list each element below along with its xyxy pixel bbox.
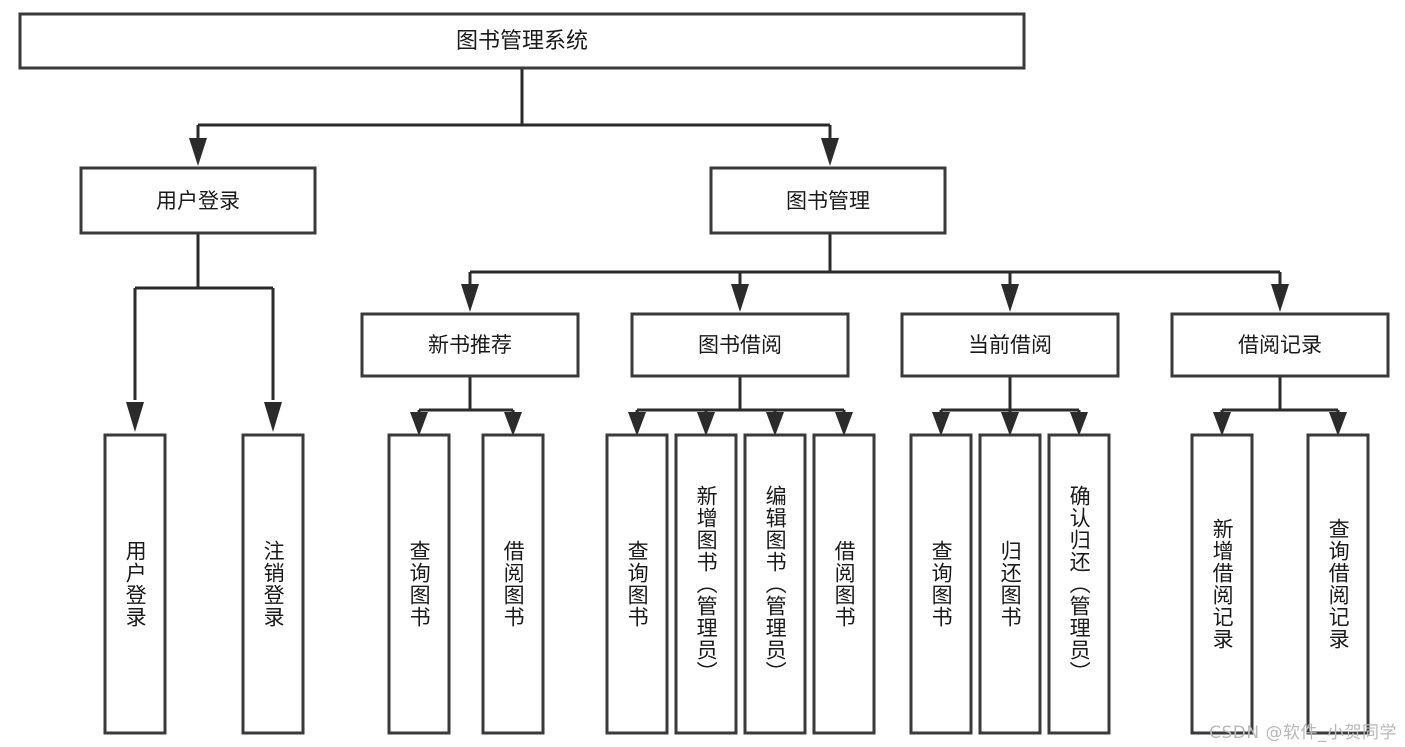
leaf-box-current-borrow-3[interactable]	[1047, 433, 1111, 735]
node-borrow-records-label: 借阅记录	[1238, 333, 1322, 357]
node-book-mgmt-label: 图书管理	[786, 189, 870, 213]
arrowhead-leaf-bookborrow-2	[697, 412, 715, 436]
leaf-box-book-borrow-4[interactable]	[812, 433, 876, 735]
connector-group-user-login	[126, 233, 282, 432]
node-root-box[interactable]	[18, 12, 1026, 70]
arrowhead-book-borrow	[731, 284, 749, 312]
csdn-watermark: CSDN @软件_小贺同学	[1209, 723, 1397, 743]
arrowhead-borrow-records	[1271, 284, 1289, 312]
arrowhead-new-book	[461, 284, 479, 312]
node-new-book-label: 新书推荐	[428, 333, 512, 357]
arrowhead-leaf-currentborrow-1	[932, 412, 950, 436]
leaf-box-new-book-1[interactable]	[387, 433, 451, 735]
arrowhead-leaf-newbook-2	[504, 412, 522, 436]
node-current-borrow-box[interactable]	[900, 312, 1120, 378]
arrowhead-user-login	[189, 138, 207, 166]
arrowhead-book-mgmt	[821, 138, 839, 166]
leaf-box-book-borrow-3[interactable]	[743, 433, 807, 735]
leaf-box-borrow-records-2[interactable]	[1306, 433, 1370, 735]
leaf-box-new-book-2[interactable]	[481, 433, 545, 735]
node-root-label: 图书管理系统	[456, 29, 588, 54]
leaf-box-borrow-records-1[interactable]	[1190, 433, 1254, 735]
leaf-box-user-login-2[interactable]	[241, 433, 305, 735]
leaf-box-current-borrow-2[interactable]	[978, 433, 1042, 735]
connector-group-borrow-records	[1213, 376, 1347, 436]
arrowhead-leaf-user-login-2	[264, 402, 282, 432]
node-current-borrow-label: 当前借阅	[968, 333, 1052, 357]
arrowhead-leaf-currentborrow-2	[1001, 412, 1019, 436]
leaf-box-book-borrow-2[interactable]	[674, 433, 738, 735]
node-new-book-box[interactable]	[360, 312, 580, 378]
node-borrow-records-box[interactable]	[1170, 312, 1390, 378]
leaf-box-user-login-1[interactable]	[103, 433, 167, 735]
arrowhead-leaf-newbook-1	[410, 412, 428, 436]
node-user-login-box[interactable]	[79, 166, 317, 235]
node-book-mgmt-box[interactable]	[709, 166, 947, 235]
arrowhead-leaf-currentborrow-3	[1070, 412, 1088, 436]
arrowhead-leaf-bookborrow-1	[628, 412, 646, 436]
arrowhead-leaf-borrowrecords-1	[1213, 412, 1231, 436]
arrowhead-current-borrow	[1001, 284, 1019, 312]
connector-group-book-mgmt	[461, 233, 1289, 312]
connector-group-new-book	[410, 376, 522, 436]
connector-group-root	[189, 68, 839, 166]
node-book-borrow-box[interactable]	[630, 312, 850, 378]
arrowhead-leaf-borrowrecords-2	[1329, 412, 1347, 436]
leaf-box-current-borrow-1[interactable]	[909, 433, 973, 735]
connector-group-current-borrow	[932, 376, 1088, 436]
node-user-login-label: 用户登录	[156, 189, 240, 213]
arrowhead-leaf-bookborrow-4	[835, 412, 853, 436]
arrowhead-leaf-bookborrow-3	[766, 412, 784, 436]
arrowhead-leaf-user-login-1	[126, 402, 144, 432]
connector-group-book-borrow	[628, 376, 853, 436]
node-book-borrow-label: 图书借阅	[698, 333, 782, 357]
leaf-box-book-borrow-1[interactable]	[605, 433, 669, 735]
